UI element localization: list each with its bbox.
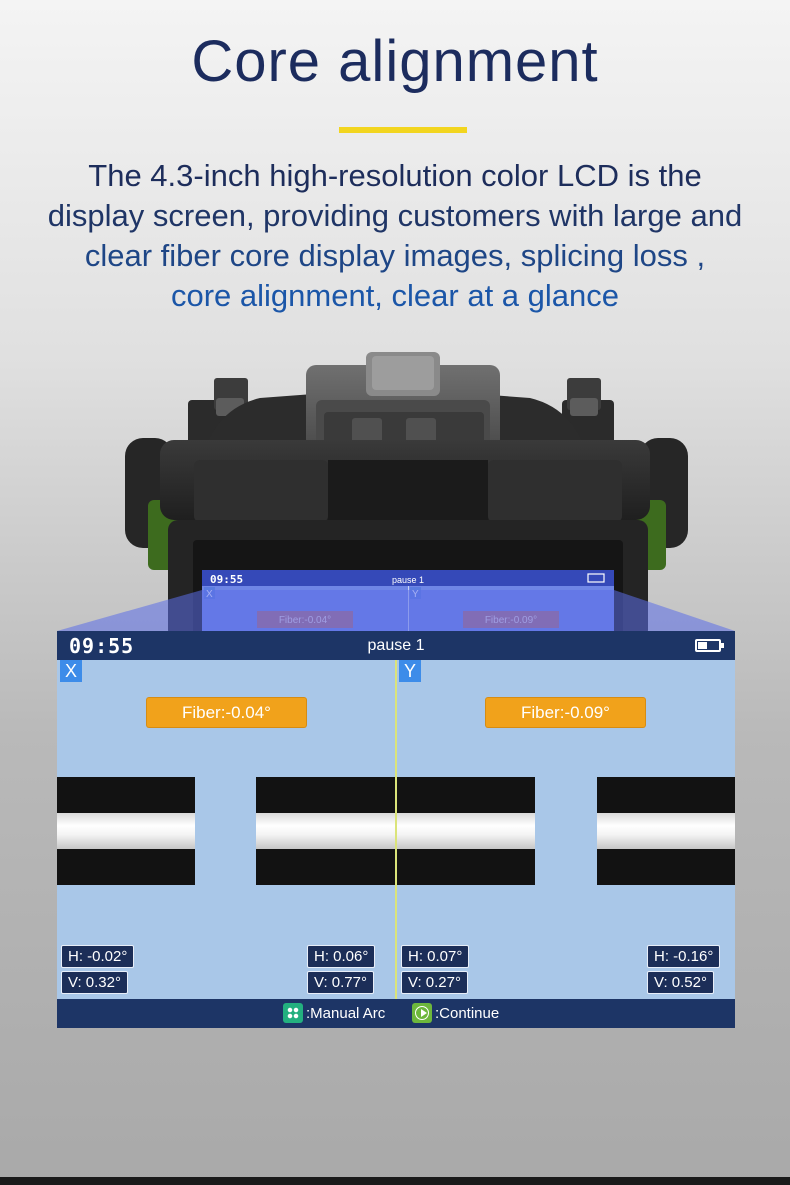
manual-arc-label: :Manual Arc <box>306 1005 386 1022</box>
description-line: clear fiber core display images, splicin… <box>84 238 706 273</box>
x-left-h-readout: H: -0.02° <box>61 945 135 968</box>
manual-arc-hint[interactable]: :Manual Arc <box>283 1003 385 1024</box>
status-bar: 09:55 pause 1 <box>57 631 735 660</box>
x-left-v-readout: V: 0.32° <box>61 971 128 994</box>
view-divider <box>395 660 397 999</box>
svg-text:pause 1: pause 1 <box>392 575 424 585</box>
y-view-tag: Y <box>399 660 421 682</box>
x-view-tag: X <box>60 660 82 682</box>
footer-strip <box>0 1177 790 1185</box>
x-right-fiber <box>256 777 395 885</box>
y-left-fiber <box>397 777 535 885</box>
description-line: display screen, providing customers with… <box>47 198 743 233</box>
description-line: core alignment, clear at a glance <box>170 278 620 313</box>
y-left-v-readout: V: 0.27° <box>401 971 468 994</box>
battery-icon <box>695 639 724 652</box>
y-fiber-angle-badge: Fiber:-0.09° <box>486 698 645 727</box>
continue-label: :Continue <box>435 1005 500 1022</box>
x-right-v-readout: V: 0.77° <box>307 971 374 994</box>
splicer-screen: 09:55 pause 1 X Y Fiber:-0.04° Fiber:-0.… <box>57 631 735 1028</box>
battery-level <box>698 642 707 649</box>
manual-arc-key-icon <box>283 1003 303 1023</box>
y-right-h-readout: H: -0.16° <box>647 945 721 968</box>
continue-hint[interactable]: :Continue <box>412 1003 499 1024</box>
svg-text:09:55: 09:55 <box>210 573 243 586</box>
key-hint-bar: :Manual Arc :Continue <box>57 999 735 1028</box>
clock: 09:55 <box>69 634 135 658</box>
y-left-h-readout: H: 0.07° <box>401 945 470 968</box>
title-underline <box>339 127 467 133</box>
continue-key-icon <box>412 1003 432 1023</box>
x-fiber-angle-badge: Fiber:-0.04° <box>147 698 306 727</box>
description-line: The 4.3-inch high-resolution color LCD i… <box>88 158 702 193</box>
page-title: Core alignment <box>191 29 599 94</box>
mode-label: pause 1 <box>367 637 425 654</box>
description: The 4.3-inch high-resolution color LCD i… <box>0 156 790 316</box>
y-right-v-readout: V: 0.52° <box>647 971 714 994</box>
x-left-fiber <box>57 777 195 885</box>
x-right-h-readout: H: 0.06° <box>307 945 376 968</box>
y-right-fiber <box>597 777 735 885</box>
